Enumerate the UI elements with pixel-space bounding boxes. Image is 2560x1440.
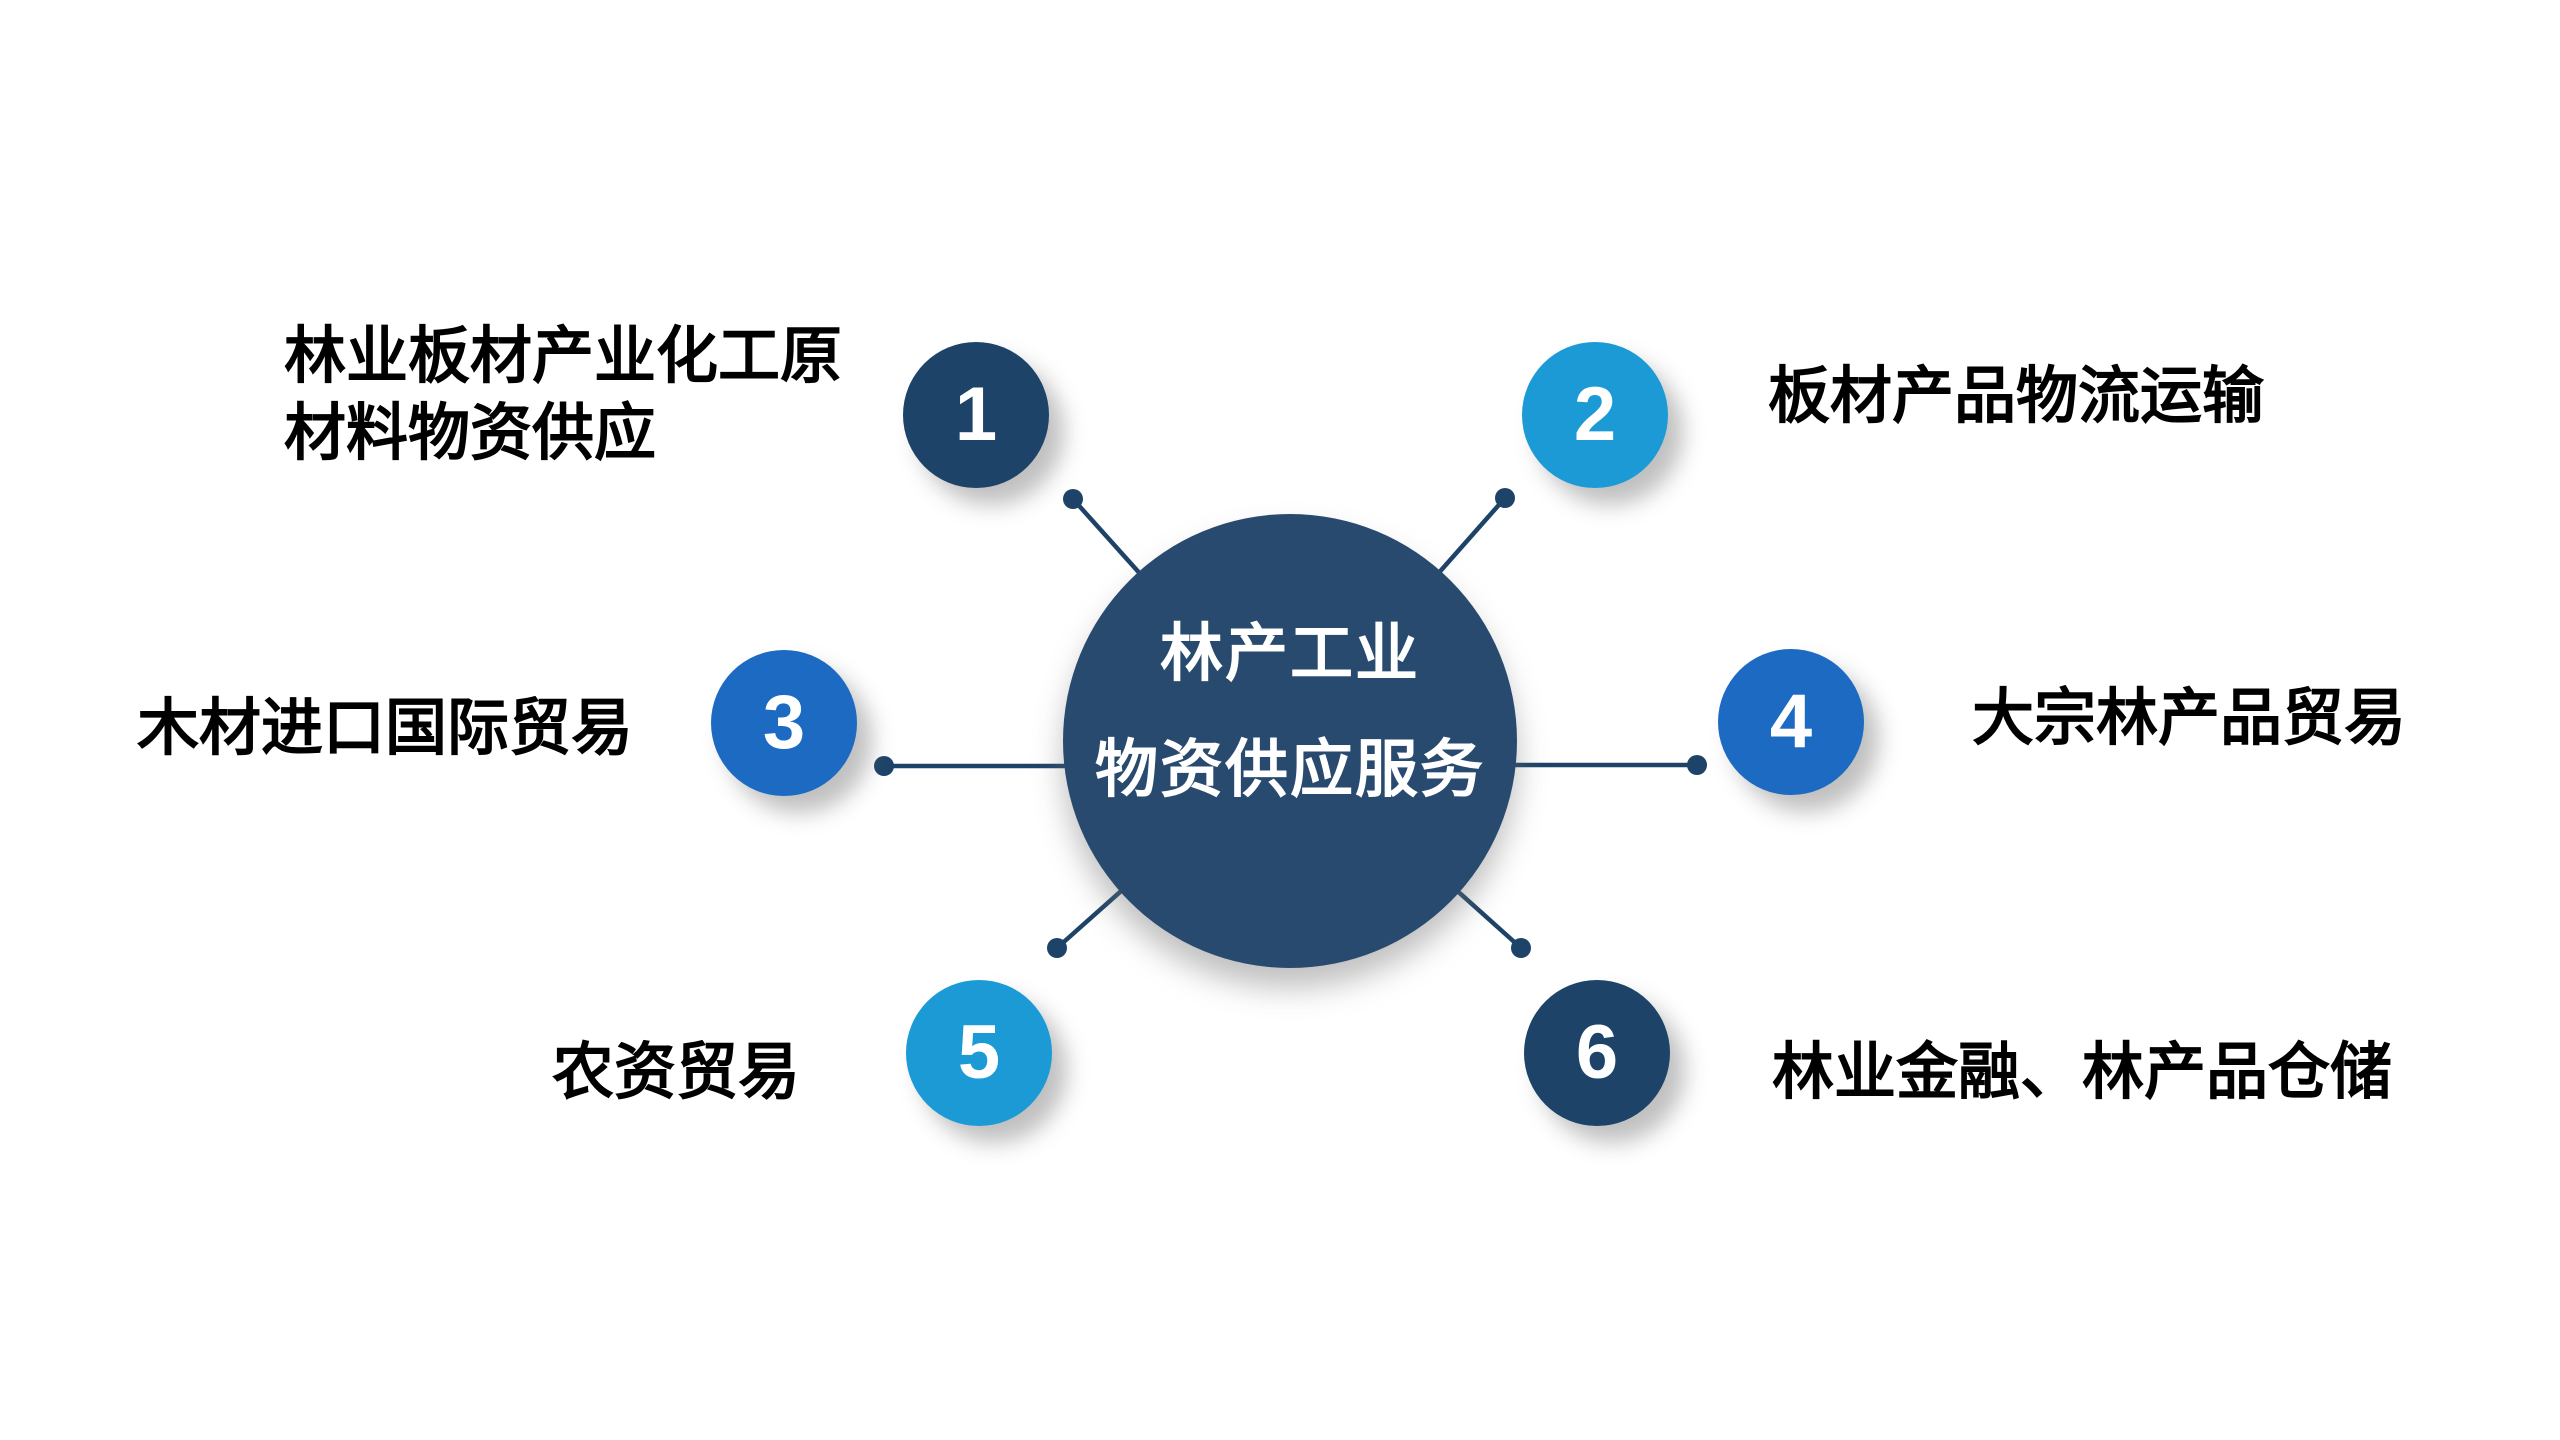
node-label-1: 林业板材产业化工原 材料物资供应: [284, 318, 842, 472]
hub-title-line1: 林产工业: [1160, 619, 1420, 689]
node-number-4: 4: [1769, 679, 1813, 764]
node-label-3-line1: 木材进口国际贸易: [137, 694, 634, 763]
node-number-5: 5: [957, 1010, 1001, 1095]
node-number-2: 2: [1573, 372, 1617, 457]
hub-title-line2: 物资供应服务: [1095, 735, 1485, 805]
node-circle-6: 6: [1524, 980, 1670, 1126]
node-label-5: 农资贸易: [552, 1034, 800, 1111]
node-number-3: 3: [762, 680, 806, 765]
node-circle-4: 4: [1718, 649, 1864, 795]
connector-dot-2: [1495, 488, 1515, 508]
node-label-1-line2: 材料物资供应: [284, 399, 657, 468]
connector-dot-6: [1511, 938, 1531, 958]
node-label-2: 板材产品物流运输: [1768, 358, 2264, 435]
node-label-5-line1: 农资贸易: [552, 1038, 801, 1107]
node-circle-2: 2: [1522, 342, 1668, 488]
connector-dot-3: [874, 756, 894, 776]
node-number-6: 6: [1575, 1010, 1619, 1095]
node-label-3: 木材进口国际贸易: [137, 690, 633, 767]
node-circle-1: 1: [903, 342, 1049, 488]
node-label-6: 林业金融、林产品仓储: [1772, 1034, 2392, 1111]
hub-circle: 林产工业 物资供应服务: [1063, 514, 1517, 968]
connector-dot-1: [1063, 489, 1083, 509]
node-label-1-line1: 林业板材产业化工原: [284, 322, 843, 391]
node-label-2-line1: 板材产品物流运输: [1768, 362, 2265, 431]
node-circle-3: 3: [711, 650, 857, 796]
node-circle-5: 5: [906, 980, 1052, 1126]
node-label-6-line1: 林业金融、林产品仓储: [1772, 1038, 2393, 1107]
node-label-4: 大宗林产品贸易: [1972, 680, 2406, 757]
connector-dot-4: [1687, 755, 1707, 775]
connector-dot-5: [1047, 938, 1067, 958]
node-label-4-line1: 大宗林产品贸易: [1972, 684, 2407, 753]
node-number-1: 1: [954, 372, 998, 457]
hub-title: 林产工业 物资供应服务: [1063, 621, 1517, 803]
